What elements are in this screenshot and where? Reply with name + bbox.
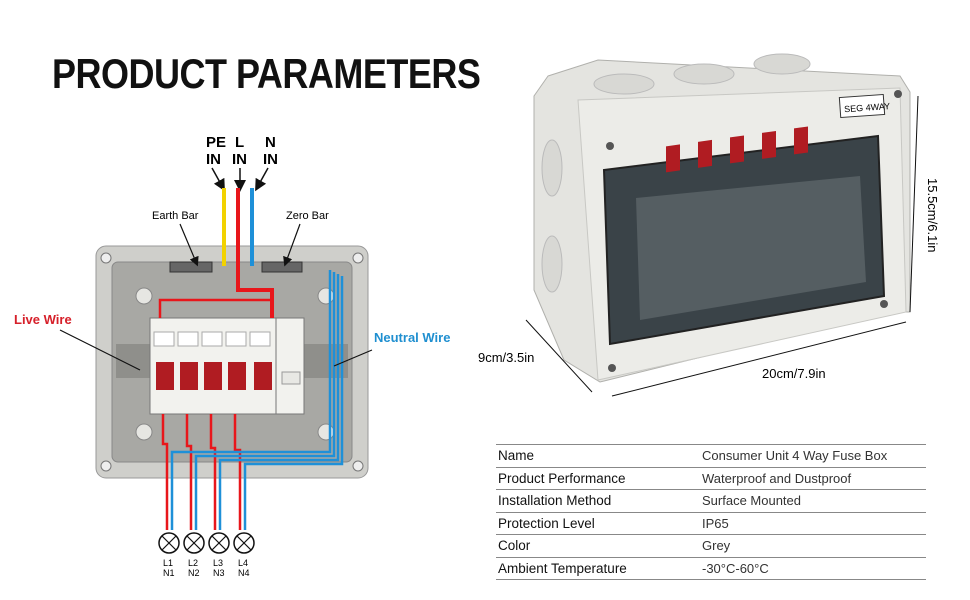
knockout (135, 423, 153, 441)
svg-text:L3: L3 (213, 558, 223, 568)
dim-depth-label: 9cm/3.5in (478, 350, 534, 365)
neutral-wire-label: Neutral Wire (374, 330, 450, 345)
lamp-4: L4 N4 (233, 532, 255, 578)
earth-bar-label: Earth Bar (152, 210, 199, 222)
output-wires (158, 270, 344, 530)
svg-text:N4: N4 (238, 568, 250, 578)
dim-line-height (909, 95, 919, 313)
lamp-2: L2 N2 (183, 532, 205, 578)
n-arrow (255, 167, 269, 192)
svg-text:IN: IN (263, 151, 278, 168)
fuse-box-product: SEG 4WAY (533, 53, 911, 383)
svg-text:N: N (265, 134, 276, 151)
dim-line-depth (525, 319, 593, 393)
knockout (135, 287, 153, 305)
dim-height-label: 15.5cm/6.1in (925, 178, 940, 252)
input-n-label: N IN (263, 134, 278, 168)
screw-hole (100, 252, 112, 264)
lamp-3: L3 N3 (208, 532, 230, 578)
svg-text:IN: IN (232, 151, 247, 168)
svg-text:IN: IN (206, 151, 221, 168)
input-l-label: L IN (232, 134, 247, 168)
dim-line-width (611, 321, 907, 397)
earth-bar (169, 261, 213, 273)
svg-text:L2: L2 (188, 558, 198, 568)
svg-text:L1: L1 (163, 558, 173, 568)
svg-text:L4: L4 (238, 558, 248, 568)
input-pe-label: PE IN (206, 134, 226, 168)
screw-hole (100, 460, 112, 472)
live-wire-label: Live Wire (14, 312, 72, 327)
svg-text:N2: N2 (188, 568, 200, 578)
svg-text:N1: N1 (163, 568, 175, 578)
lamp-1: L1 N1 (158, 532, 180, 578)
knockout (317, 423, 335, 441)
page-title: PRODUCT PARAMETERS (52, 50, 481, 98)
box-tag: SEG 4WAY (844, 101, 891, 114)
zero-bar (261, 261, 303, 273)
input-wires (222, 188, 274, 318)
dim-width-label: 20cm/7.9in (762, 366, 826, 381)
svg-text:L: L (235, 134, 244, 151)
breaker-module (149, 317, 305, 415)
svg-text:PE: PE (206, 134, 226, 151)
zero-bar-label: Zero Bar (286, 210, 329, 222)
pe-arrow (211, 167, 225, 192)
knockout (317, 287, 335, 305)
table-row: Ambient Temperature-30°C-60°C (496, 556, 926, 580)
svg-text:N3: N3 (213, 568, 225, 578)
screw-hole (352, 252, 364, 264)
screw-hole (352, 460, 364, 472)
